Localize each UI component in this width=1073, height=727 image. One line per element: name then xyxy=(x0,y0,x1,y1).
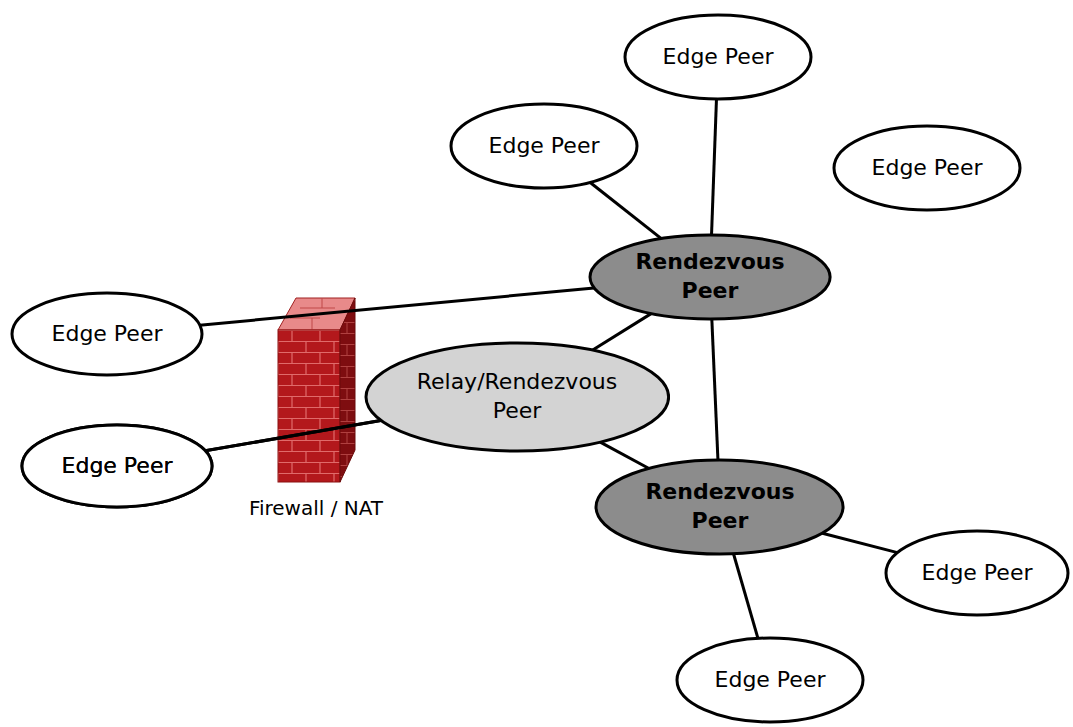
peer-link xyxy=(205,420,381,450)
peer-link xyxy=(712,319,718,460)
peer-link xyxy=(600,442,649,468)
rendezvous-ellipse: Rendezvous Peer xyxy=(588,233,832,321)
ellipse-outline xyxy=(594,458,845,556)
peer-link xyxy=(822,533,897,552)
peer-link xyxy=(200,288,594,325)
peer-link xyxy=(205,420,381,450)
peer-link xyxy=(590,182,661,238)
rendezvous-ellipse: Rendezvous Peer xyxy=(594,458,845,556)
node-label: Edge Peer xyxy=(922,559,1033,588)
node-label: Relay/Rendezvous Peer xyxy=(409,368,624,425)
peer-ellipse: Edge Peer xyxy=(20,423,214,509)
peer-ellipse: Edge Peer xyxy=(675,636,865,724)
ellipse-outline xyxy=(588,233,832,321)
node-label: Edge Peer xyxy=(489,132,600,161)
node-label: Edge Peer xyxy=(872,154,983,183)
firewall-label: Firewall / NAT xyxy=(249,496,383,520)
node-label: Rendezvous Peer xyxy=(625,248,795,305)
peer-link xyxy=(733,554,757,639)
node-label: Rendezvous Peer xyxy=(632,478,807,535)
ellipse-outline xyxy=(364,341,671,453)
node-label: Edge Peer xyxy=(52,320,163,349)
node-label: Edge Peer xyxy=(62,452,173,481)
peer-ellipse: Edge Peer xyxy=(623,13,813,101)
node-label: Edge Peer xyxy=(715,666,826,695)
peer-link xyxy=(712,99,717,235)
node-label: Edge Peer xyxy=(663,43,774,72)
peer-ellipse: Relay/Rendezvous Peer xyxy=(364,341,671,453)
peer-ellipse: Edge Peer xyxy=(449,102,639,190)
peer-ellipse: Edge Peer xyxy=(884,529,1070,617)
peer-ellipse: Edge Peer xyxy=(832,124,1022,212)
peer-ellipse: Edge Peer xyxy=(10,291,204,377)
peer-link xyxy=(592,314,651,351)
